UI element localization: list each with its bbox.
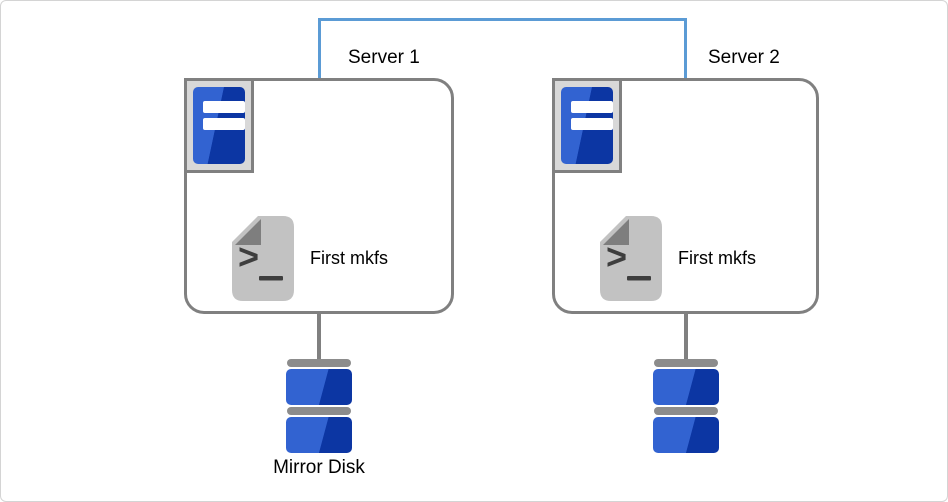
server-tower-body: [561, 87, 613, 164]
task-label: First mkfs: [678, 248, 756, 268]
disk-stack-icon: [652, 359, 719, 453]
fold-corner-icon: [235, 219, 261, 245]
server-2-label: Server 2: [708, 47, 780, 68]
server-tower-icon: [552, 78, 622, 173]
prompt-glyph: >: [606, 236, 627, 277]
underscore-glyph: [627, 276, 651, 281]
server-tower-body: [193, 87, 245, 164]
disk-stem-line: [317, 312, 321, 362]
server-tower-icon: [184, 78, 254, 173]
disk-platter: [652, 369, 719, 405]
prompt-glyph: >: [238, 236, 259, 277]
drive-bay-icon: [571, 101, 613, 113]
disk-stem-line: [683, 312, 688, 362]
task-row: > First mkfs: [600, 216, 756, 301]
disk-platter: [652, 417, 719, 453]
underscore-glyph: [259, 276, 283, 281]
task-label: First mkfs: [310, 248, 388, 268]
mirror-disk-label: Mirror Disk: [273, 457, 365, 478]
drive-bay-icon: [203, 101, 245, 113]
disk-cap: [653, 407, 718, 415]
shell-script-icon: >: [600, 216, 662, 301]
fold-corner-icon: [603, 219, 629, 245]
shell-script-icon: >: [232, 216, 294, 301]
disk-cap: [653, 359, 718, 367]
disk-cap: [287, 407, 351, 415]
interconnect-line: [318, 18, 687, 79]
disk-platter: [286, 369, 352, 405]
disk-platter: [286, 417, 352, 453]
server-1-label: Server 1: [348, 47, 420, 68]
drive-bay-icon: [203, 118, 245, 130]
server-1-box: [184, 78, 454, 314]
disk-cap: [287, 359, 351, 367]
task-row: > First mkfs: [232, 216, 388, 301]
drive-bay-icon: [571, 118, 613, 130]
disk-stack-icon: [286, 359, 352, 453]
